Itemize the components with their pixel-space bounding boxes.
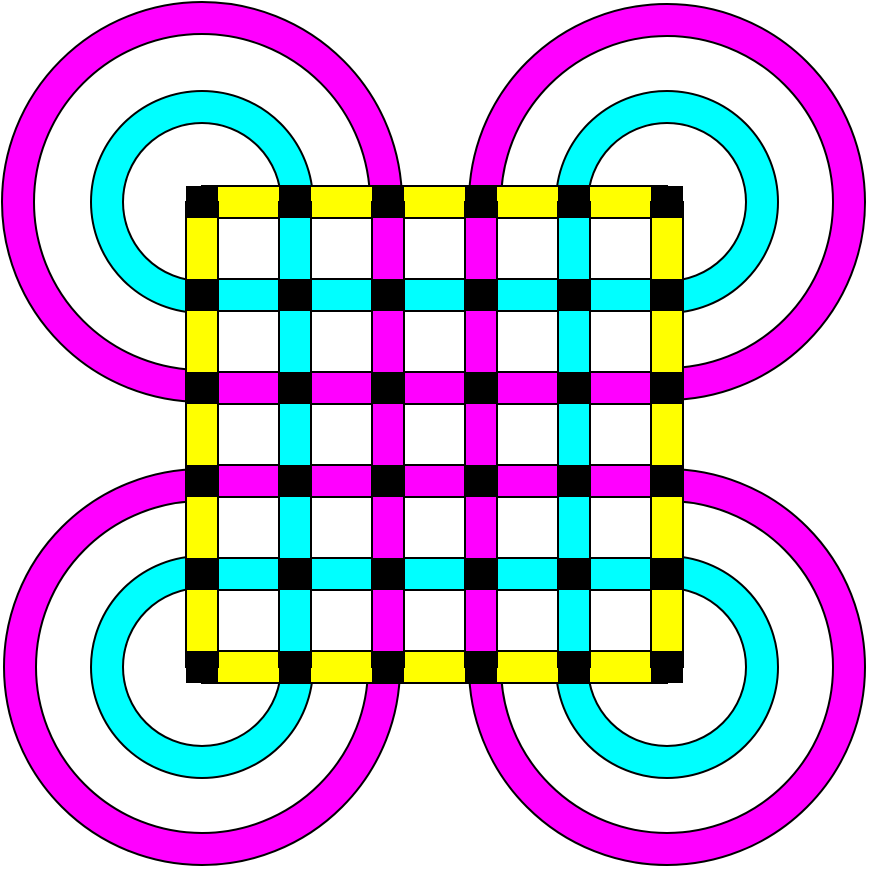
grid-interior (202, 202, 667, 667)
vertical-band-4 (464, 201, 498, 668)
crossing-node (651, 465, 683, 497)
horizontal-band-3 (201, 371, 668, 405)
crossing-node (372, 279, 404, 311)
vertical-band-1 (185, 201, 219, 668)
crossing-node (558, 465, 590, 497)
crossing-node (651, 651, 683, 683)
crossing-nodes (186, 186, 683, 683)
crossing-node (186, 558, 218, 590)
crossing-node (279, 651, 311, 683)
crossing-node (186, 279, 218, 311)
crossing-node (558, 186, 590, 218)
horizontal-band-6 (201, 650, 668, 684)
crossing-node (651, 279, 683, 311)
vertical-band-2 (278, 201, 312, 668)
crossing-node (558, 372, 590, 404)
crossing-node (651, 372, 683, 404)
crossing-node (465, 279, 497, 311)
crossing-node (465, 558, 497, 590)
horizontal-band-4 (201, 464, 668, 498)
crossing-node (372, 651, 404, 683)
crossing-node (558, 558, 590, 590)
crossing-node (465, 465, 497, 497)
vertical-band-3 (371, 201, 405, 668)
crossing-node (279, 279, 311, 311)
crossing-node (279, 558, 311, 590)
crossing-node (186, 372, 218, 404)
crossing-node (558, 279, 590, 311)
horizontal-band-5 (201, 557, 668, 591)
crossing-node (558, 651, 590, 683)
crossing-node (465, 372, 497, 404)
crossing-node (372, 186, 404, 218)
crossing-node (186, 651, 218, 683)
crossing-node (465, 651, 497, 683)
crossing-node (651, 558, 683, 590)
crossing-node (186, 186, 218, 218)
vertical-band-5 (557, 201, 591, 668)
crossing-node (279, 465, 311, 497)
horizontal-band-2 (201, 278, 668, 312)
crossing-node (279, 372, 311, 404)
vertical-band-6 (650, 201, 684, 668)
crossing-node (372, 465, 404, 497)
crossing-node (651, 186, 683, 218)
crossing-node (186, 465, 218, 497)
horizontal-band-1 (201, 185, 668, 219)
crossing-node (279, 186, 311, 218)
crossing-node (465, 186, 497, 218)
crossing-node (372, 372, 404, 404)
crossing-node (372, 558, 404, 590)
